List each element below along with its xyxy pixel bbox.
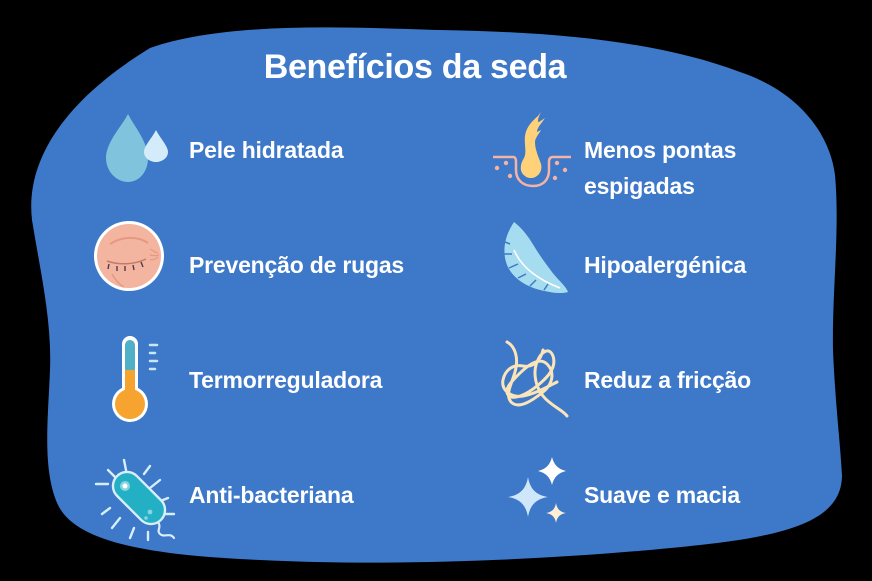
- benefit-label: Anti-bacteriana: [189, 482, 354, 508]
- thermometer-icon: [112, 336, 159, 422]
- bacteria-icon: [94, 458, 176, 542]
- hair-follicle-icon: [493, 112, 571, 188]
- sparkles-icon: [508, 457, 566, 523]
- feather-icon: [504, 222, 568, 294]
- benefit-label: Prevenção de rugas: [189, 252, 405, 278]
- water-drops-icon: [106, 114, 168, 182]
- benefit-label: Pele hidratada: [189, 137, 344, 163]
- benefit-label: Reduz a fricção: [584, 367, 751, 393]
- benefit-label-line1: Menos pontas: [584, 137, 737, 163]
- benefit-label: Hipoalergénica: [584, 252, 747, 278]
- benefit-label: Termorreguladora: [189, 367, 383, 393]
- tangled-strand-icon: [501, 340, 569, 418]
- benefit-label-line2: espigadas: [584, 173, 695, 199]
- page-title: Benefícios da seda: [263, 48, 567, 86]
- benefit-label: Suave e macia: [584, 482, 740, 508]
- closed-eye-icon: [94, 221, 164, 291]
